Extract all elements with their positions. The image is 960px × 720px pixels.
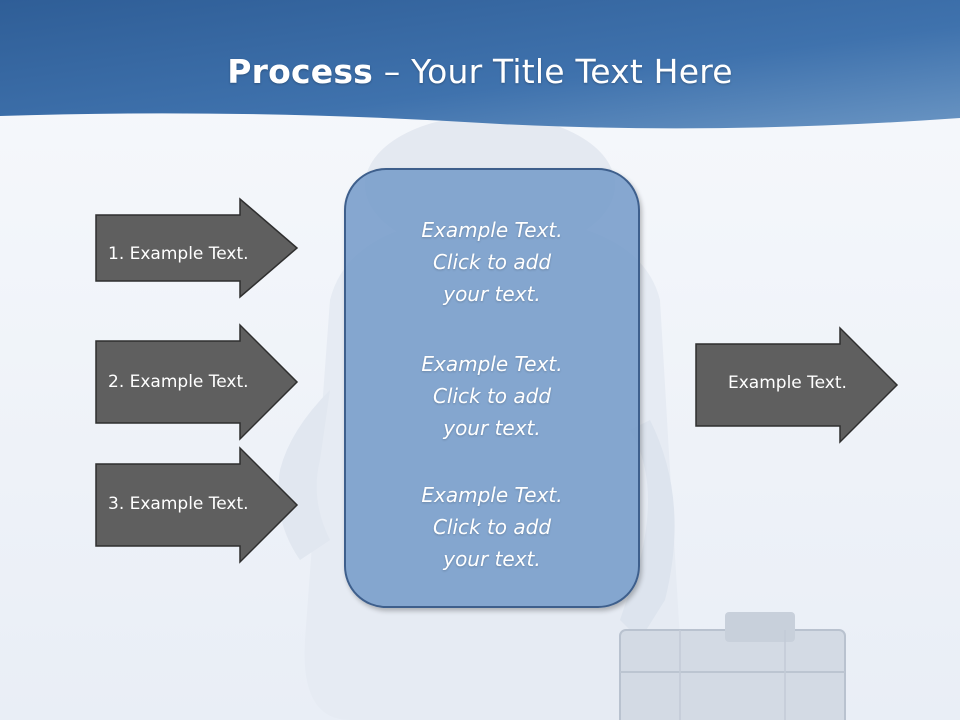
arrow-label: 2. Example Text. [108,372,249,392]
right-arrow-shape [695,326,899,444]
right-arrow-shape [95,197,299,299]
block-line: Click to add [432,384,552,408]
arrow-label: Example Text. [728,373,847,393]
block-line: Example Text. [421,218,563,242]
block-line: Click to add [432,250,552,274]
center-text-block-1: Example Text. Click to add your text. [346,214,638,310]
right-arrow-shape [95,446,299,564]
right-arrow-shape [95,323,299,441]
block-line: Example Text. [421,483,563,507]
block-line: your text. [443,282,541,306]
center-text-box[interactable]: Example Text. Click to add your text. Ex… [344,168,640,608]
arrow-label: 3. Example Text. [108,494,249,514]
arrow-step-1[interactable]: 1. Example Text. [94,197,300,299]
arrow-output[interactable]: Example Text. [694,326,900,444]
title-bold: Process [227,52,374,91]
center-text-block-2: Example Text. Click to add your text. [346,348,638,444]
title-rest: – Your Title Text Here [373,52,733,91]
block-line: your text. [443,547,541,571]
arrow-step-2[interactable]: 2. Example Text. [94,323,300,441]
slide-title: Process – Your Title Text Here [0,52,960,91]
arrow-step-3[interactable]: 3. Example Text. [94,446,300,564]
arrow-label: 1. Example Text. [108,244,249,264]
block-line: Example Text. [421,352,563,376]
block-line: your text. [443,416,541,440]
block-line: Click to add [432,515,552,539]
center-text-block-3: Example Text. Click to add your text. [346,479,638,575]
